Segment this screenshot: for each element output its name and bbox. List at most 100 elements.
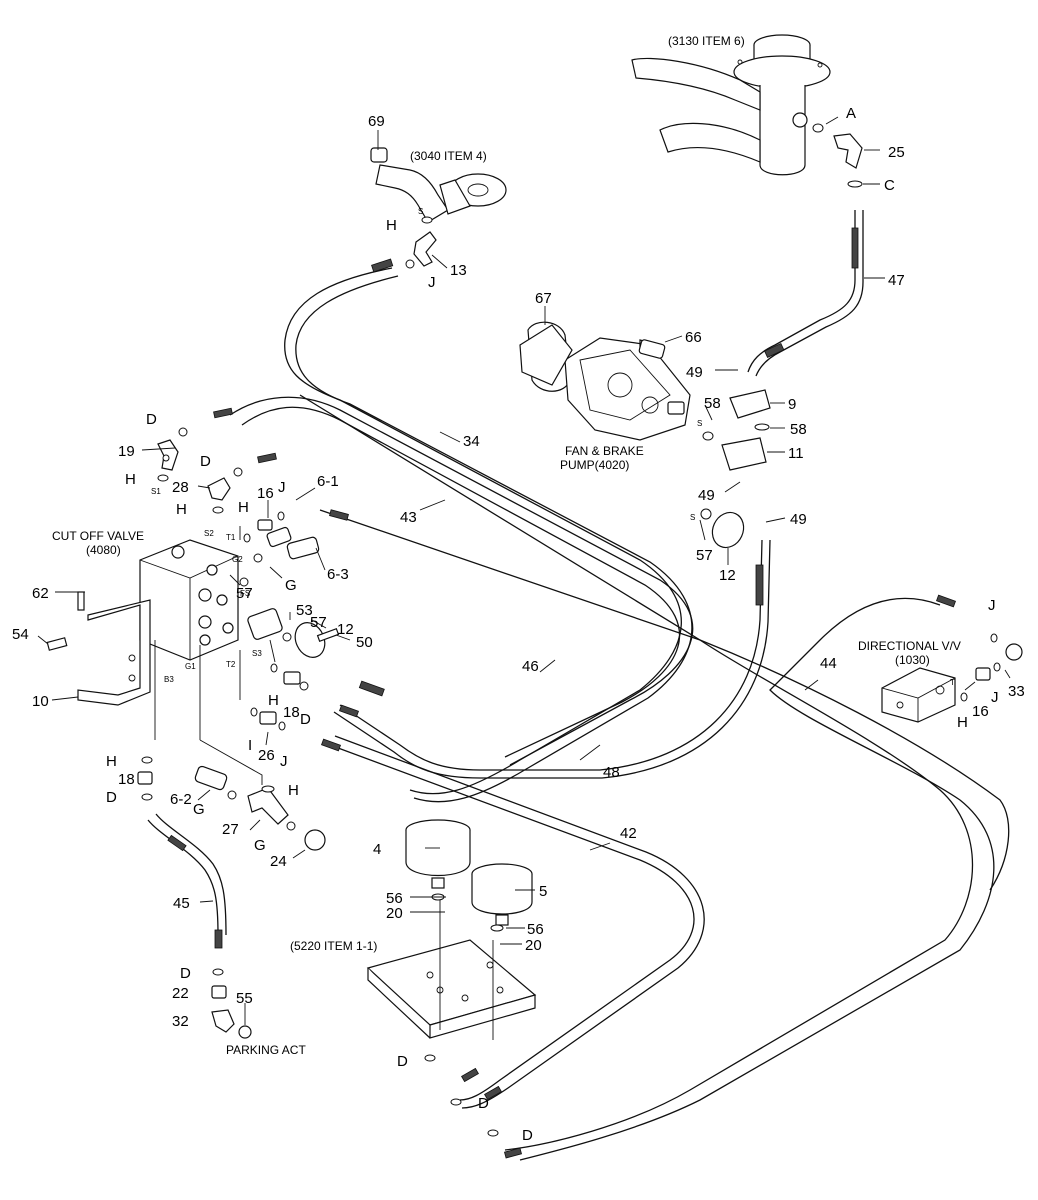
callout-18b: 18 [118, 771, 135, 788]
callout-11: 11 [788, 445, 804, 462]
hose-44b [299, 394, 974, 1151]
accumulator-4 [405, 819, 471, 889]
seal-d6: D [397, 1053, 408, 1070]
callout-45: 45 [173, 895, 190, 912]
callout-57c: 57 [696, 547, 713, 564]
fittings [46, 133, 1023, 1039]
seal-h1: H [386, 217, 397, 234]
callout-22: 22 [172, 985, 189, 1002]
seal-j3: J [280, 753, 288, 770]
fitting-13 [413, 231, 437, 267]
callout-50: 50 [356, 634, 373, 651]
callout-13: 13 [450, 262, 467, 279]
flange-12b [711, 511, 745, 549]
hose-42 [329, 744, 695, 1101]
parking-act-label: PARKING ACT [226, 1043, 306, 1057]
hose-45b [155, 813, 227, 936]
cut-off-valve-code: (4080) [86, 543, 121, 557]
fitting-19 [157, 439, 179, 471]
seal-j2: J [278, 479, 286, 496]
reference-labels: (3130 ITEM 6) (3040 ITEM 4) (5220 ITEM 1… [52, 34, 961, 1057]
callout-49a: 49 [686, 364, 703, 381]
callout-6-2: 6-2 [170, 791, 192, 808]
fitting-6-2 [194, 765, 228, 791]
cut-off-valve-block [139, 539, 239, 661]
callout-20a: 20 [386, 905, 403, 922]
callout-69: 69 [368, 113, 385, 130]
hose-46 [229, 396, 694, 766]
hose-42b [334, 735, 705, 1109]
seal-d1: D [146, 411, 157, 428]
callout-49c: 49 [790, 511, 807, 528]
hose-48 [339, 539, 763, 771]
seal-h7: H [106, 753, 117, 770]
hose-43 [295, 275, 693, 803]
callout-9: 9 [788, 396, 796, 413]
callout-44: 44 [820, 655, 837, 672]
seal-d4: D [106, 789, 117, 806]
flange-53 [247, 608, 283, 640]
elbow-3040 [370, 147, 507, 223]
bolt-50 [316, 627, 340, 643]
port-b3: B3 [164, 675, 174, 684]
callout-57a: 57 [236, 585, 253, 602]
callout-56b: 56 [527, 921, 544, 938]
seal-d2: D [200, 453, 211, 470]
hose-6-1 [319, 509, 1010, 891]
seal-h6: H [288, 782, 299, 799]
seal-h8: H [957, 714, 968, 731]
seal-i1: I [248, 737, 252, 754]
callout-58b: 58 [790, 421, 807, 438]
hose-47 [747, 210, 856, 373]
callout-6-1: 6-1 [317, 473, 339, 490]
callout-56a: 56 [386, 890, 403, 907]
callout-5: 5 [539, 883, 547, 900]
seal-d3: D [300, 711, 311, 728]
port-fs: FS [240, 589, 250, 598]
fitting-22 [211, 985, 227, 999]
fan-brake-pump-label: FAN & BRAKE [565, 444, 644, 458]
hose-crimp-marks [167, 227, 956, 1159]
callout-54: 54 [12, 626, 29, 643]
seal-letters: A C H J D H D H H J G H D I J H H D G G … [106, 105, 999, 1144]
callout-25: 25 [888, 144, 905, 161]
fitting-26 [259, 711, 277, 725]
callout-28: 28 [172, 479, 189, 496]
port-marks: S1 S2 T1 G2 FS S3 T2 G1 B3 T S S S [151, 207, 955, 687]
fitting-6-1 [266, 526, 292, 548]
callout-42: 42 [620, 825, 637, 842]
callout-19: 19 [118, 443, 135, 460]
fitting-6-3 [286, 536, 320, 560]
ref-3040: (3040 ITEM 4) [410, 149, 487, 163]
callout-53: 53 [296, 602, 313, 619]
fitting-18b [137, 771, 153, 785]
callout-18a: 18 [283, 704, 300, 721]
port-t2: T2 [226, 660, 236, 669]
fitting-16b [975, 667, 991, 681]
directional-valve-code: (1030) [895, 653, 930, 667]
callout-62: 62 [32, 585, 49, 602]
seal-g2: G [193, 801, 205, 818]
callout-46: 46 [522, 658, 539, 675]
callout-27: 27 [222, 821, 239, 838]
port-s-c: S [690, 513, 695, 522]
seal-j4: J [988, 597, 996, 614]
gasket-67 [519, 324, 573, 386]
seal-h2: H [125, 471, 136, 488]
callout-34: 34 [463, 433, 480, 450]
bracket-10 [77, 599, 151, 706]
hose-46b [241, 406, 681, 758]
fitting-16a [257, 519, 273, 531]
flange-11 [721, 437, 767, 471]
fitting-33 [1005, 643, 1023, 661]
o-rings [141, 123, 1001, 1137]
callout-43: 43 [400, 509, 417, 526]
fitting-18a [283, 671, 301, 685]
port-s-b: S [697, 419, 702, 428]
callout-24: 24 [270, 853, 287, 870]
callout-48: 48 [603, 764, 620, 781]
callout-67: 67 [535, 290, 552, 307]
port-g2: G2 [232, 555, 243, 564]
port-s2: S2 [204, 529, 214, 538]
port-g1: G1 [185, 662, 196, 671]
